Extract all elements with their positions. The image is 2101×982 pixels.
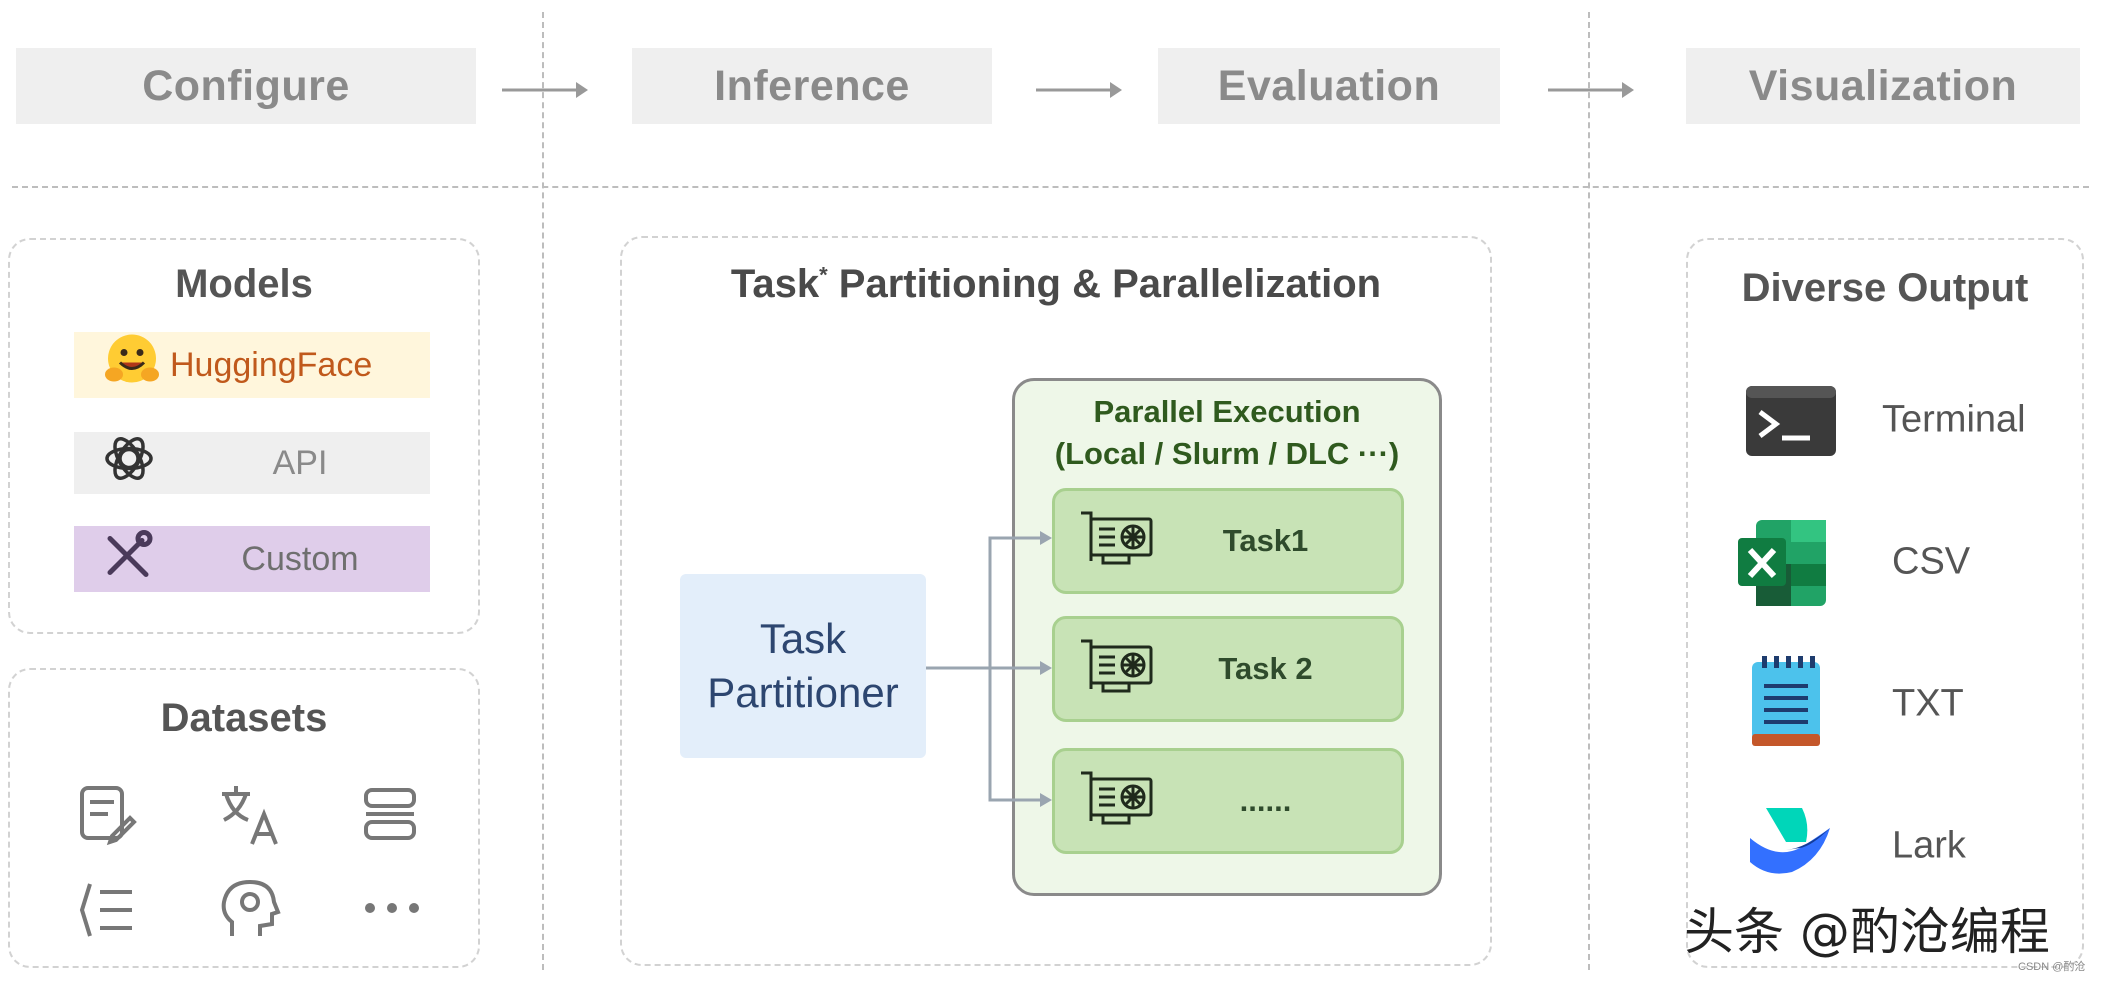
output-txt-label: TXT bbox=[1892, 682, 1964, 725]
list-icon bbox=[79, 883, 132, 937]
output-txt: TXT bbox=[1732, 656, 2032, 752]
output-csv: CSV bbox=[1732, 514, 2032, 610]
lark-icon bbox=[1750, 808, 1830, 874]
partitioner-line-1: Task bbox=[759, 615, 847, 662]
task-card: ...... bbox=[1052, 748, 1404, 854]
terminal-icon bbox=[1746, 386, 1836, 456]
notepad-icon bbox=[1752, 656, 1820, 746]
vertical-divider bbox=[1588, 12, 1590, 970]
brain-head-icon bbox=[221, 879, 281, 936]
output-terminal: Terminal bbox=[1732, 372, 2032, 468]
task-partitioner-box: Task Partitioner bbox=[680, 574, 926, 758]
model-api-label: API bbox=[272, 443, 328, 482]
model-api: API bbox=[74, 432, 430, 494]
vertical-divider bbox=[542, 12, 544, 970]
watermark: 头条 @酌沧编程 bbox=[1684, 903, 2050, 961]
output-title: Diverse Output bbox=[1741, 266, 2029, 310]
translate-icon bbox=[222, 786, 278, 845]
models-panel: Models HuggingFace API bbox=[8, 238, 480, 634]
gpu-card-icon bbox=[1081, 639, 1153, 693]
partitioning-title: Task* Partitioning & Parallelization bbox=[730, 262, 1382, 306]
horizontal-divider bbox=[12, 186, 2089, 188]
document-edit-icon bbox=[80, 786, 137, 846]
datasets-title: Datasets bbox=[160, 696, 328, 740]
output-csv-label: CSV bbox=[1892, 540, 1971, 583]
stage-inference: Inference bbox=[632, 48, 992, 124]
model-custom-label: Custom bbox=[241, 539, 359, 578]
output-lark-label: Lark bbox=[1892, 824, 1966, 867]
model-custom: Custom bbox=[74, 526, 430, 592]
excel-icon bbox=[1738, 520, 1826, 606]
arrow-right-icon bbox=[1036, 82, 1122, 98]
openai-icon bbox=[102, 432, 156, 495]
output-terminal-label: Terminal bbox=[1882, 398, 2026, 441]
more-icon bbox=[365, 903, 419, 913]
layers-icon bbox=[364, 788, 416, 840]
task-card: Task 2 bbox=[1052, 616, 1404, 722]
task-label: Task1 bbox=[1222, 523, 1309, 558]
output-lark: Lark bbox=[1732, 798, 2032, 894]
datasets-panel: Datasets bbox=[8, 668, 480, 968]
gpu-card-icon bbox=[1081, 771, 1153, 825]
stage-visualization: Visualization bbox=[1686, 48, 2080, 124]
task-card: Task1 bbox=[1052, 488, 1404, 594]
task-label: Task 2 bbox=[1218, 651, 1313, 686]
gpu-card-icon bbox=[1081, 511, 1153, 565]
models-title: Models bbox=[175, 262, 313, 306]
arrow-right-icon bbox=[1548, 82, 1634, 98]
partition-connectors bbox=[926, 531, 1052, 807]
arrow-right-icon bbox=[502, 82, 588, 98]
task-label: ...... bbox=[1239, 783, 1292, 818]
parallel-execution-title: Parallel Execution (Local / Slurm / DLC … bbox=[1054, 394, 1400, 471]
model-huggingface: HuggingFace bbox=[74, 332, 430, 398]
hugging-face-icon bbox=[102, 331, 162, 400]
partitioner-line-2: Partitioner bbox=[707, 669, 899, 716]
stage-evaluation: Evaluation bbox=[1158, 48, 1500, 124]
tools-icon bbox=[102, 529, 154, 590]
small-watermark: CSDN @酌沧 bbox=[2018, 961, 2086, 973]
stage-configure: Configure bbox=[16, 48, 476, 124]
model-huggingface-label: HuggingFace bbox=[170, 345, 373, 384]
